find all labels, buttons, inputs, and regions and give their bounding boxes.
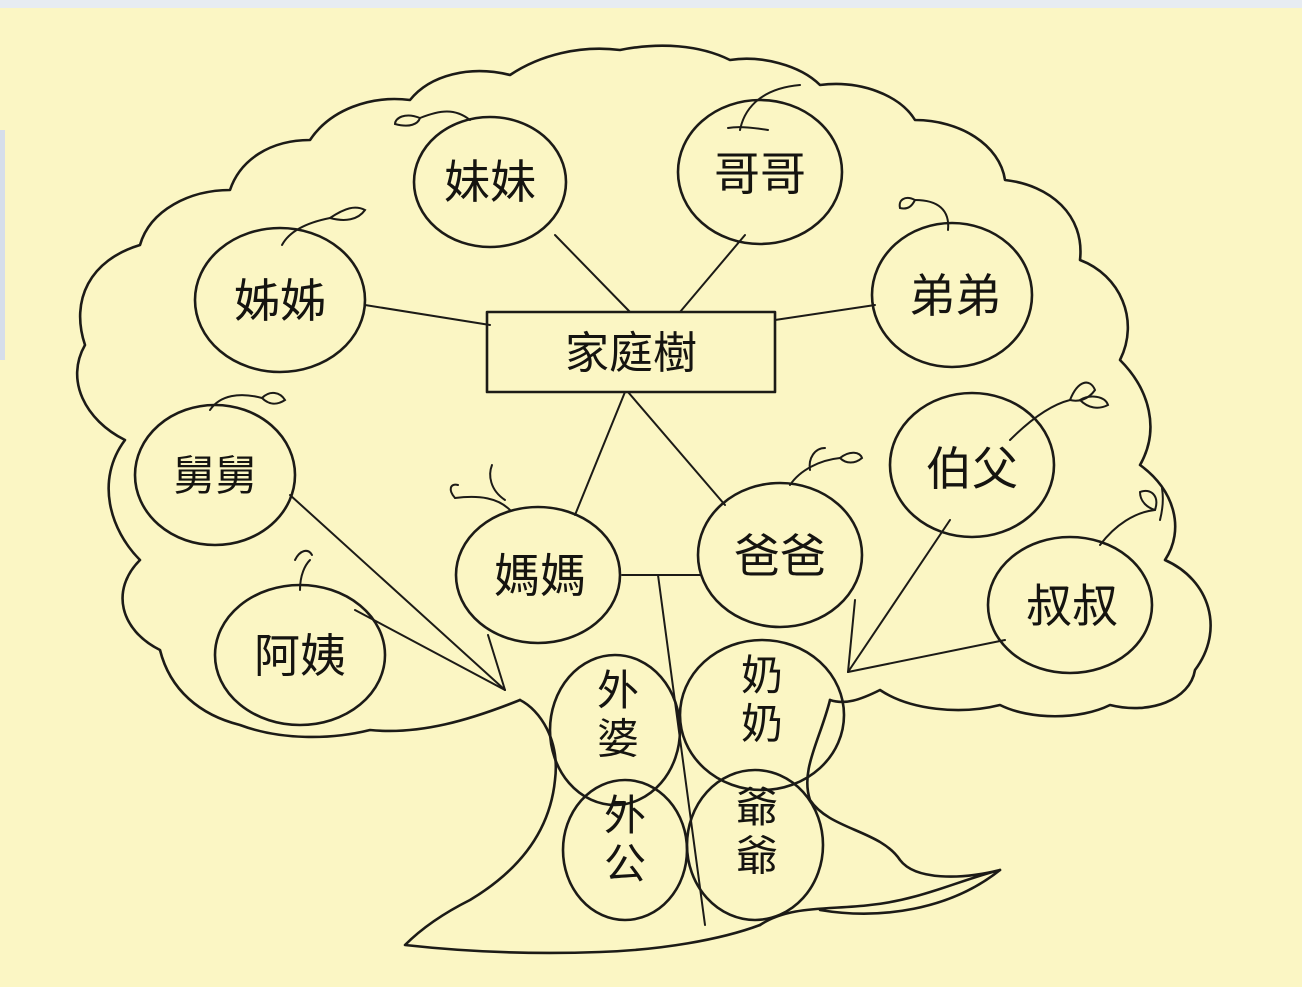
label-nainai-char: 奶 <box>741 699 783 748</box>
circle-yeye <box>685 768 825 922</box>
label-shushu: 叔叔 <box>1026 579 1118 633</box>
label-nainai-char: 奶 <box>741 651 783 700</box>
label-mama: 媽媽 <box>494 549 586 603</box>
label-gege: 哥哥 <box>714 147 806 201</box>
label-center: 家庭樹 <box>565 328 697 379</box>
label-yeye-char: 爺 <box>736 831 778 880</box>
link-center-trunk <box>657 574 706 926</box>
link-center-mama <box>574 391 626 516</box>
link-center-meimei <box>554 234 631 313</box>
paper-left-edge <box>0 130 5 360</box>
label-waipo: 外婆 <box>597 666 639 763</box>
circle-baba <box>696 481 864 629</box>
link-center-gege <box>679 234 746 313</box>
label-bofu: 伯父 <box>926 442 1018 496</box>
tree-crown-outline <box>75 44 1212 739</box>
label-nainai: 奶奶 <box>741 651 783 748</box>
circle-didi <box>870 221 1034 369</box>
label-waipo-char: 婆 <box>597 714 639 763</box>
label-ayi: 阿姨 <box>254 629 346 683</box>
label-jiujiu: 舅舅 <box>173 451 257 500</box>
tree-trunk-left <box>403 698 762 955</box>
tree-trunk-root <box>818 868 1002 915</box>
link-bofu-trunk <box>847 519 951 673</box>
link-center-didi <box>774 304 876 321</box>
link-center-baba <box>627 391 726 506</box>
label-yeye: 爺爺 <box>736 783 778 880</box>
label-waigong: 外公 <box>604 791 646 888</box>
circle-gege <box>676 98 844 246</box>
label-waigong-char: 外 <box>604 791 646 840</box>
link-mama-trunk <box>487 634 506 691</box>
label-waigong-char: 公 <box>604 839 646 888</box>
label-yeye-char: 爺 <box>736 783 778 832</box>
circle-waipo <box>548 653 682 807</box>
label-didi: 弟弟 <box>909 269 1001 323</box>
paper-top-edge <box>0 0 1302 8</box>
tree-trunk-right <box>758 698 1002 927</box>
circle-meimei <box>412 115 568 249</box>
circle-jiejie <box>193 226 367 374</box>
stems-leaves <box>209 84 1164 591</box>
circle-mama <box>454 505 622 645</box>
circle-shushu <box>986 535 1154 675</box>
center-box <box>485 310 777 394</box>
link-center-jiejie <box>364 304 491 326</box>
link-shushu-trunk <box>847 639 1006 673</box>
label-baba: 爸爸 <box>734 529 826 583</box>
circle-bofu <box>888 391 1056 539</box>
link-ayi-trunk <box>354 609 506 691</box>
link-baba-trunk <box>847 599 856 673</box>
label-meimei: 妹妹 <box>444 155 536 209</box>
link-jiujiu-trunk <box>289 494 506 691</box>
circle-nainai <box>678 638 846 792</box>
label-jiejie: 姊姊 <box>234 274 326 328</box>
label-waipo-char: 外 <box>597 666 639 715</box>
